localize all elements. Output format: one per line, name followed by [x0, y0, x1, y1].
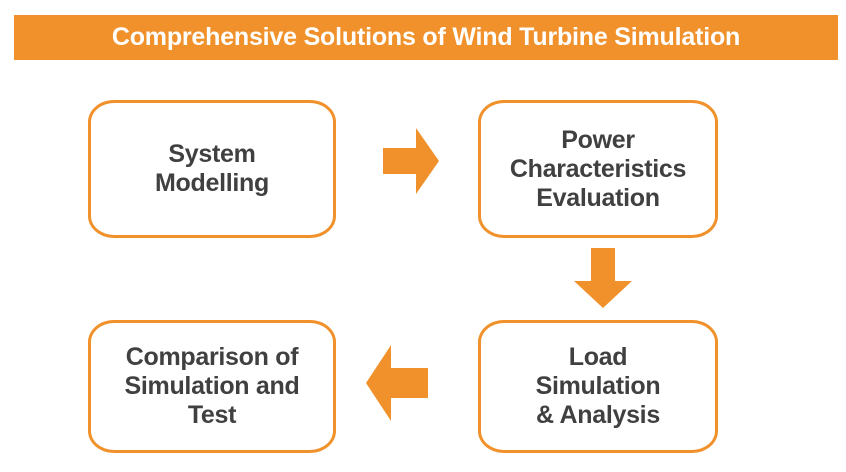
process-box-system-modelling[interactable]: System Modelling: [88, 100, 336, 238]
title-banner: Comprehensive Solutions of Wind Turbine …: [14, 15, 838, 60]
process-box-power-characteristics-evaluation[interactable]: Power Characteristics Evaluation: [478, 100, 718, 238]
arrow-left-icon: [366, 345, 428, 421]
page-title: Comprehensive Solutions of Wind Turbine …: [111, 23, 741, 51]
process-box-load-simulation-and-analysis[interactable]: Load Simulation & Analysis: [478, 320, 718, 453]
process-box-label: Load Simulation & Analysis: [535, 343, 661, 429]
process-box-label: Power Characteristics Evaluation: [509, 125, 687, 212]
arrow-right-icon: [383, 128, 439, 194]
process-box-comparison-of-simulation-and-test[interactable]: Comparison of Simulation and Test: [88, 320, 336, 453]
process-box-label: System Modelling: [155, 140, 269, 197]
process-box-label: Comparison of Simulation and Test: [124, 343, 300, 429]
arrow-down-icon: [574, 248, 632, 308]
